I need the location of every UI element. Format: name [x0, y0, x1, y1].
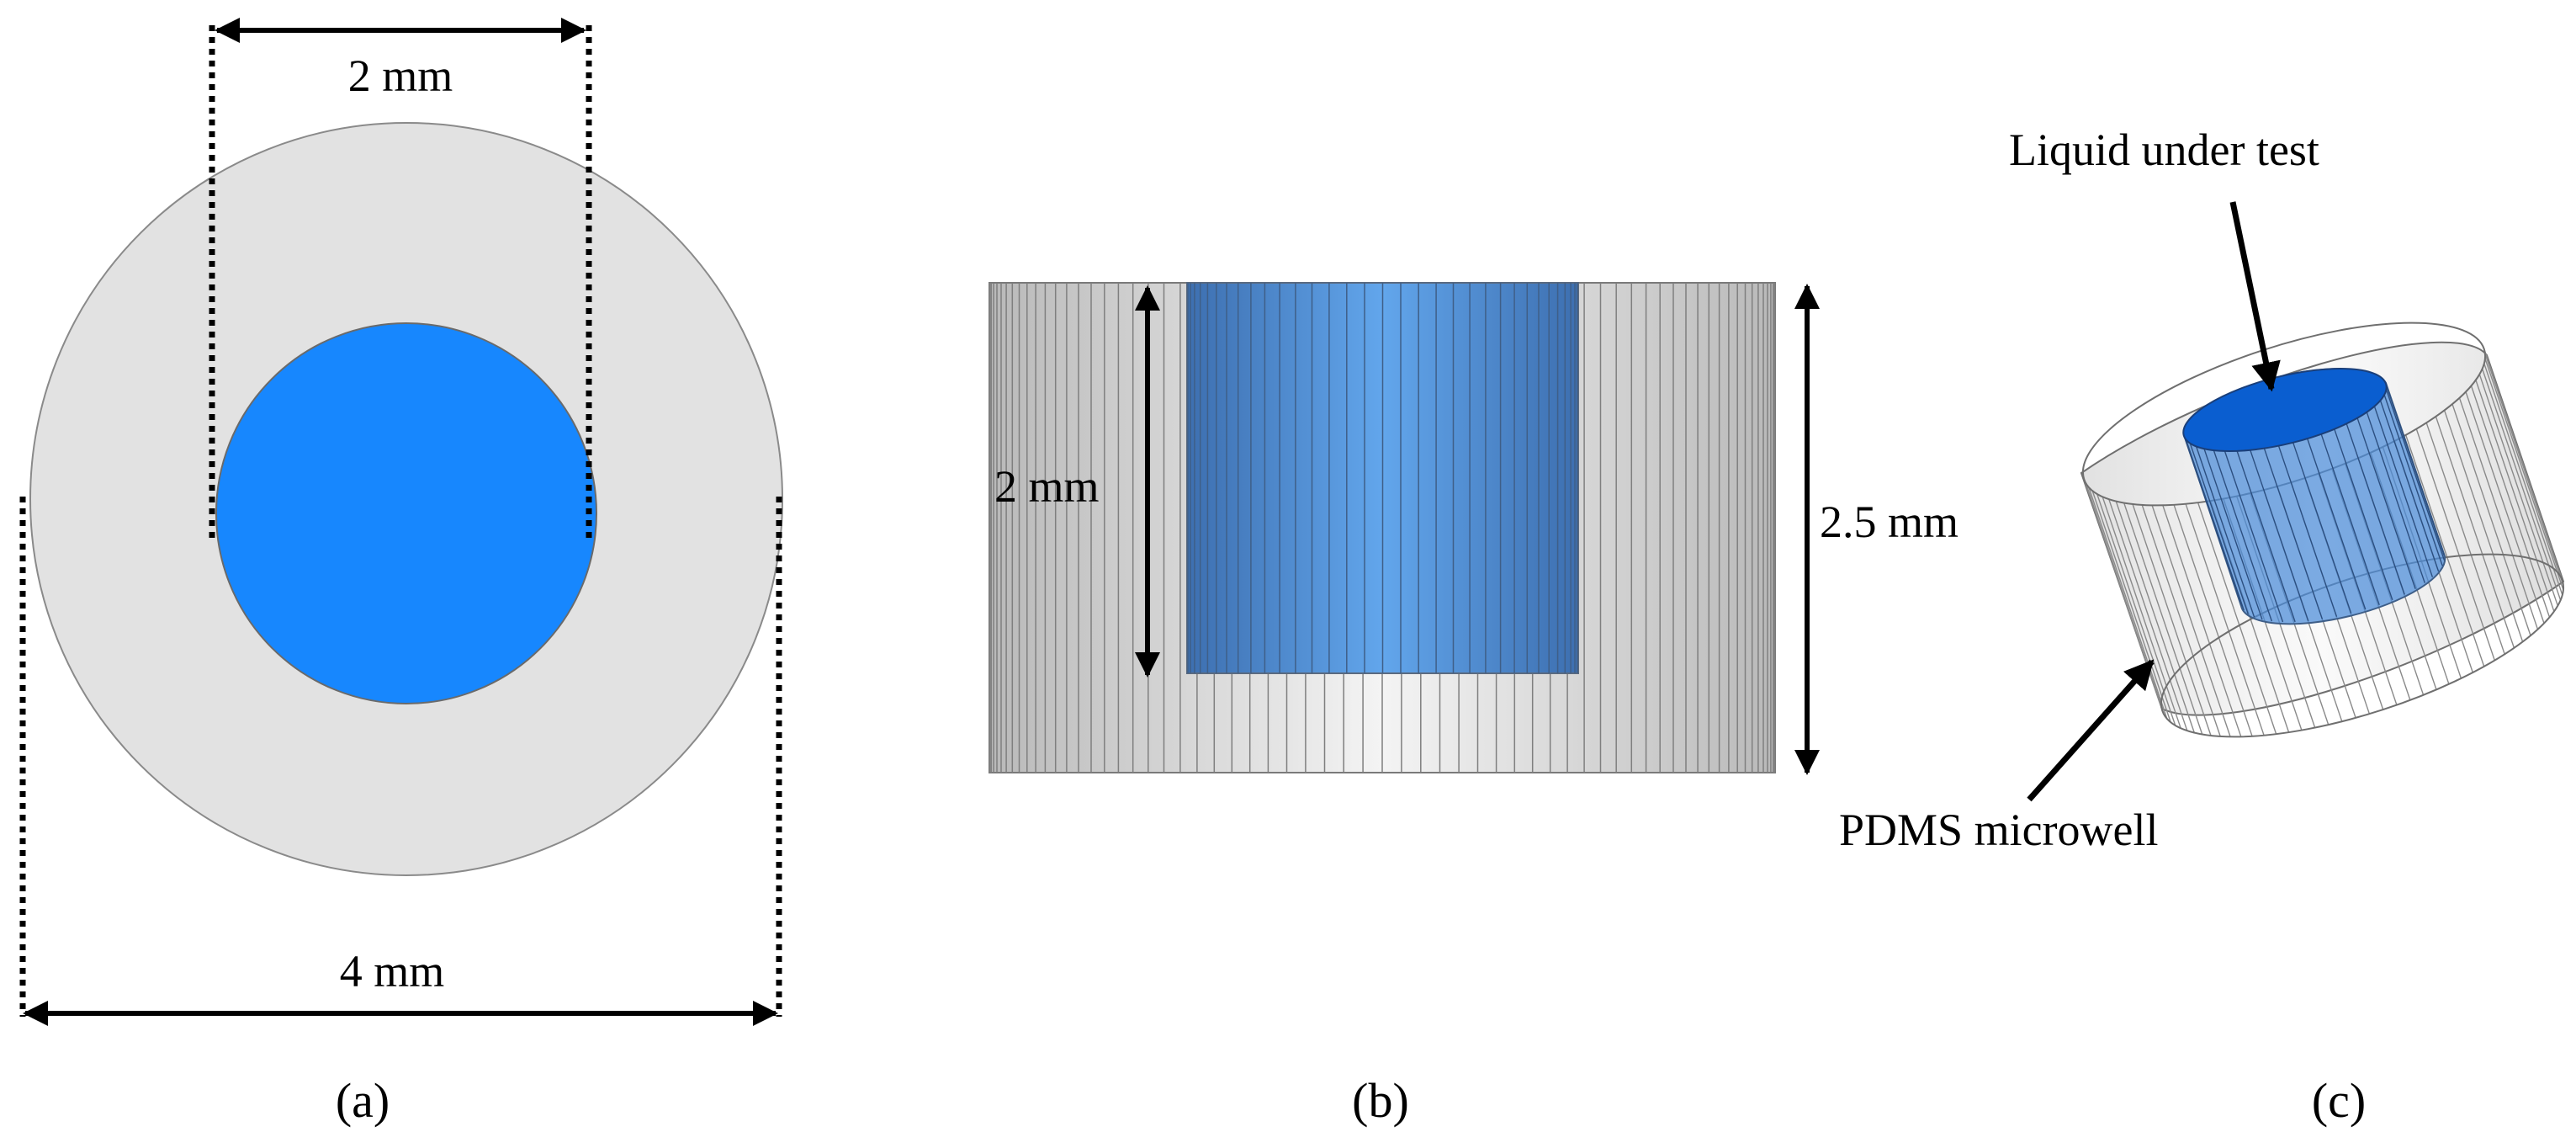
pdms-shell-facet-line: [2132, 503, 2212, 736]
liquid-3d-facet-line: [2292, 442, 2352, 614]
pdms-pointer-arrow: [2027, 659, 2155, 802]
liquid-3d-facet-line: [2307, 438, 2367, 610]
liquid-3d-facet-line: [2383, 394, 2443, 566]
liquid-3d-facet-line: [2373, 406, 2434, 577]
inner-dimension-label: 2 mm: [348, 50, 453, 101]
liquid-3d-facet-line: [2185, 438, 2245, 611]
pdms-shell-facet-line: [2470, 385, 2551, 618]
panel-a-caption: (a): [336, 1073, 390, 1128]
panel-b-caption: (b): [1352, 1073, 1409, 1128]
pdms-shell-facet-line: [2435, 416, 2515, 649]
liquid-3d-facet-line: [2203, 448, 2263, 620]
pdms-shell-facet-line: [2443, 410, 2524, 642]
outer-dimension-label: 4 mm: [340, 946, 445, 997]
pdms-shell-facet-line: [2481, 368, 2562, 601]
pdms-shell-facet-line: [2185, 503, 2265, 736]
panel-b-side-view: 2 mm 2.5 mm (b): [989, 282, 1959, 1128]
pdms-shell-facet-line: [2162, 505, 2242, 737]
liquid-3d-facet-line: [2236, 450, 2296, 623]
pdms-shell-facet-line: [2425, 423, 2505, 655]
pdms-shell-facet-line: [2173, 504, 2253, 737]
pdms-shell-facet-line: [2465, 391, 2545, 624]
pdms-label: PDMS microwell: [1839, 805, 2159, 855]
pdms-shell-facet-line: [2415, 428, 2495, 661]
pdms-shell-facet-line: [2405, 434, 2485, 667]
liquid-3d-facet-line: [2277, 445, 2338, 617]
panel-c-caption: (c): [2312, 1073, 2366, 1128]
liquid-3d-facet-line: [2213, 449, 2273, 622]
pdms-shell-facet-line: [2102, 497, 2181, 729]
pdms-shell-facet-line: [2484, 358, 2564, 591]
liquid-3d-facet-line: [2379, 400, 2440, 572]
pdms-shell-facet-line: [2451, 403, 2531, 636]
liquid-pointer-arrow: [2229, 201, 2281, 392]
liquid-inner-disc: [215, 322, 597, 704]
liquid-3d-facet-line: [2195, 446, 2255, 618]
panel-c-3d-view: Liquid under test PDMS microwell (c): [1839, 125, 2565, 1128]
liquid-3d-facet-line: [2385, 384, 2445, 556]
liquid-3d-facet-line: [2263, 448, 2324, 619]
pdms-shell-facet-line: [2478, 374, 2558, 606]
pdms-shell-facet-line: [2123, 502, 2203, 735]
liquid-3d-facet-line: [2183, 434, 2243, 607]
pdms-shell-facet-line: [2484, 353, 2564, 586]
liquid-3d-facet-line: [2366, 412, 2425, 583]
pdms-shell-facet-line: [2458, 397, 2539, 630]
liquid-3d-facet-line: [2356, 417, 2416, 589]
liquid-3d-facet-line: [2224, 450, 2284, 623]
pdms-shell-facet-line: [2141, 504, 2221, 737]
liquid-3d-facet-line: [2250, 449, 2309, 622]
liquid-3d-facet-line: [2334, 428, 2393, 601]
pdms-shell-facet-line: [2151, 505, 2231, 737]
pdms-shell-facet-line: [2091, 490, 2171, 723]
liquid-3d-facet-line: [2320, 433, 2380, 606]
pdms-shell-facet-line: [2483, 363, 2563, 596]
pdms-shell-facet-line: [2197, 502, 2277, 735]
liquid-3d-facets: [2183, 384, 2446, 623]
pdms-shell-facet-line: [2108, 498, 2188, 731]
liquid-3d-facet-line: [2189, 443, 2249, 614]
inner-height-label: 2 mm: [994, 461, 1100, 512]
pdms-shell-facet-line: [2475, 380, 2555, 612]
liquid-side-facets: [1187, 283, 1578, 673]
panel-a-top-view: 2 mm 4 mm (a): [19, 18, 783, 1128]
liquid-label: Liquid under test: [2009, 125, 2319, 175]
pdms-shell-facet-line: [2096, 493, 2176, 726]
pdms-shell-facet-line: [2115, 501, 2195, 733]
liquid-3d-facet-line: [2385, 389, 2446, 561]
liquid-3d-facet-line: [2345, 423, 2405, 595]
outer-height-label: 2.5 mm: [1820, 497, 1959, 547]
